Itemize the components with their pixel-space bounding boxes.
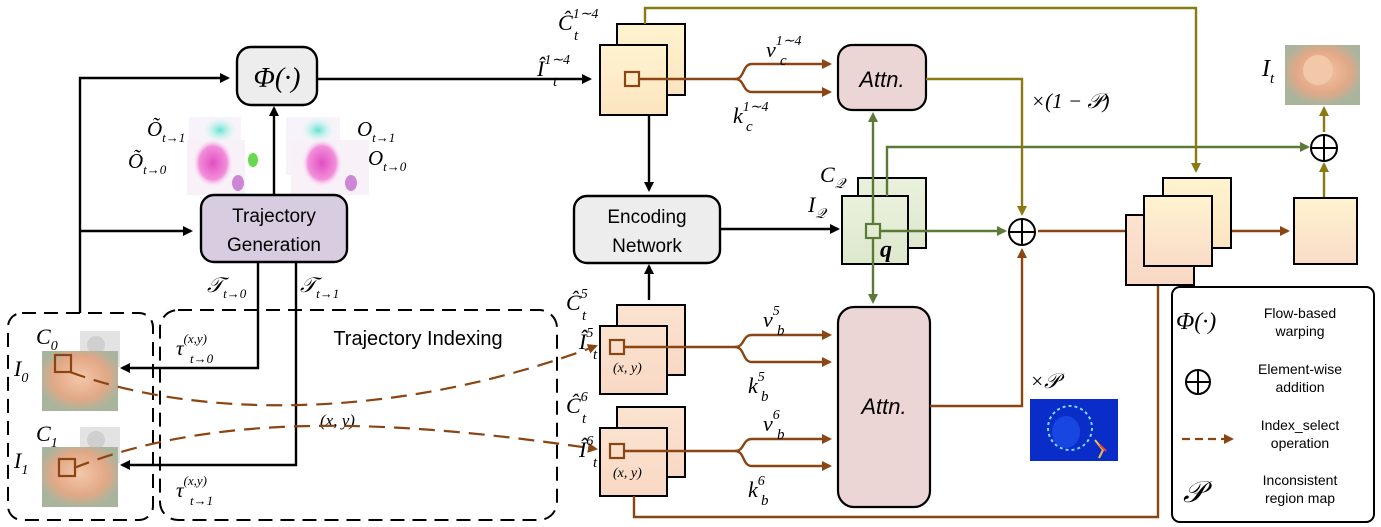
label-I-t: It <box>1261 56 1275 87</box>
label-I-hat-1-4-sub: t <box>553 74 558 90</box>
label-xy-5: (x, y) <box>613 361 642 376</box>
label-xy-6: (x, y) <box>613 466 642 481</box>
legend-dashed-text-2: operation <box>1271 435 1329 451</box>
label-I-hat-1-4: Î1∼4 <box>536 53 570 81</box>
input-frame-1 <box>42 427 120 507</box>
label-I0: I0 <box>13 356 28 386</box>
label-T-t1: 𝒯t→1 <box>300 273 339 301</box>
label-tau-t1: τ(x,y) <box>176 473 207 502</box>
input-branch-lines <box>78 73 840 470</box>
label-I1: I1 <box>13 448 28 478</box>
label-I-Q: I𝒬 <box>807 192 827 222</box>
label-k-c: k1∼4 <box>733 100 769 128</box>
label-v-c: v1∼4 <box>766 34 802 62</box>
input-frames-region <box>7 312 154 521</box>
encoding-network-block: Encoding Network <box>572 194 722 265</box>
label-C1: C1 <box>36 421 58 451</box>
label-C0: C0 <box>36 324 58 354</box>
label-k-c-sub: c <box>746 119 753 135</box>
attention-block-bottom: Attn. <box>836 305 932 509</box>
encoding-network-line2: Network <box>612 236 682 257</box>
label-tau-t1-sub: t→1 <box>190 493 213 508</box>
label-C-Q: C𝒬 <box>820 162 847 192</box>
input-frame-0 <box>42 331 120 411</box>
feature-stack-5 <box>599 304 686 395</box>
label-I-hat-6-sub: t <box>593 455 598 471</box>
flow-warping-block: Φ(·) <box>235 45 319 107</box>
encoding-network-line1: Encoding <box>607 207 686 228</box>
label-v-b5-sub: b <box>777 323 785 339</box>
oplus-output <box>1310 134 1338 162</box>
oplus-middle <box>1008 218 1036 246</box>
label-k-b6-sub: b <box>761 493 769 509</box>
bottom-branch-arrows <box>624 330 832 471</box>
trajectory-indexing-label: Trajectory Indexing <box>333 328 502 350</box>
label-C-hat-1-4: Ĉ1∼4 <box>558 7 598 35</box>
phi-label: Φ(·) <box>254 63 301 94</box>
label-C-hat-1-4-sub: t <box>574 28 579 44</box>
attn-top-label: Attn. <box>857 67 904 92</box>
label-q: q <box>880 237 892 263</box>
trajectory-generation-line2: Generation <box>227 235 321 256</box>
legend-phi-text-2: warping <box>1274 323 1324 339</box>
legend-oplus-text-2: addition <box>1275 379 1324 395</box>
legend-oplus-icon <box>1185 369 1211 395</box>
inconsistent-region-map <box>1030 399 1118 461</box>
index-select-arrows <box>69 344 598 470</box>
feature-stack-6 <box>599 406 686 497</box>
label-times-p: ×𝒫 <box>1030 369 1065 393</box>
label-O-tilde-t0: Õt→0 <box>128 149 167 177</box>
legend-phi-text-1: Flow-based <box>1264 305 1336 321</box>
label-times-one-minus-p: ×(1 − 𝒫) <box>1031 89 1109 113</box>
legend: Φ(·) Flow-based warping Element-wise add… <box>1171 286 1375 523</box>
label-I-hat-6: Î6 <box>578 434 593 462</box>
output-frame <box>1285 45 1360 105</box>
label-xy-middle: (x, y) <box>320 411 355 430</box>
label-O-t0: Ot→0 <box>368 146 407 174</box>
legend-p-text-1: Inconsistent <box>1263 472 1338 488</box>
attention-block-top: Attn. <box>836 43 928 112</box>
trajectory-generation-line1: Trajectory <box>232 206 316 227</box>
label-v-b6: v6 <box>763 408 780 436</box>
label-v-b5: v5 <box>763 304 780 332</box>
label-I-hat-5: Î5 <box>578 326 593 354</box>
label-O-t1: Ot→1 <box>357 117 395 145</box>
fused-feature-stack <box>1125 177 1232 286</box>
feature-stack-top <box>599 23 686 116</box>
label-tau-t0: τ(x,y) <box>176 331 207 360</box>
label-T-t0: 𝒯t→0 <box>207 273 247 301</box>
label-k-b6: k6 <box>748 474 765 502</box>
legend-dashed-text-1: Index_select <box>1261 417 1340 433</box>
label-C-hat-5: Ĉ5 <box>566 287 588 315</box>
label-O-tilde-t1: Õt→1 <box>147 117 185 145</box>
legend-p-text-2: region map <box>1265 490 1335 506</box>
trajectory-indexing-region <box>159 309 558 521</box>
label-C-hat-5-sub: t <box>582 308 587 324</box>
label-v-c-sub: c <box>780 53 787 69</box>
output-residual-box <box>1293 197 1358 265</box>
attn-bottom-label: Attn. <box>859 394 906 419</box>
query-arrows <box>868 112 1310 304</box>
label-tau-t0-sub: t→0 <box>190 351 214 366</box>
label-C-hat-6-sub: t <box>582 411 587 427</box>
label-k-b5-sub: b <box>761 389 769 405</box>
fusion-arrows <box>632 6 1329 519</box>
label-k-b5: k5 <box>748 370 765 398</box>
label-C-hat-6: Ĉ6 <box>566 390 588 418</box>
label-v-b6-sub: b <box>777 427 785 443</box>
trajectory-generation-block: Trajectory Generation <box>199 193 349 264</box>
legend-phi-symbol: Φ(·) <box>1176 309 1216 335</box>
label-I-hat-5-sub: t <box>593 347 598 363</box>
legend-oplus-text-1: Element-wise <box>1258 361 1342 377</box>
flow-maps <box>187 116 369 195</box>
top-branch-arrows <box>639 59 832 97</box>
